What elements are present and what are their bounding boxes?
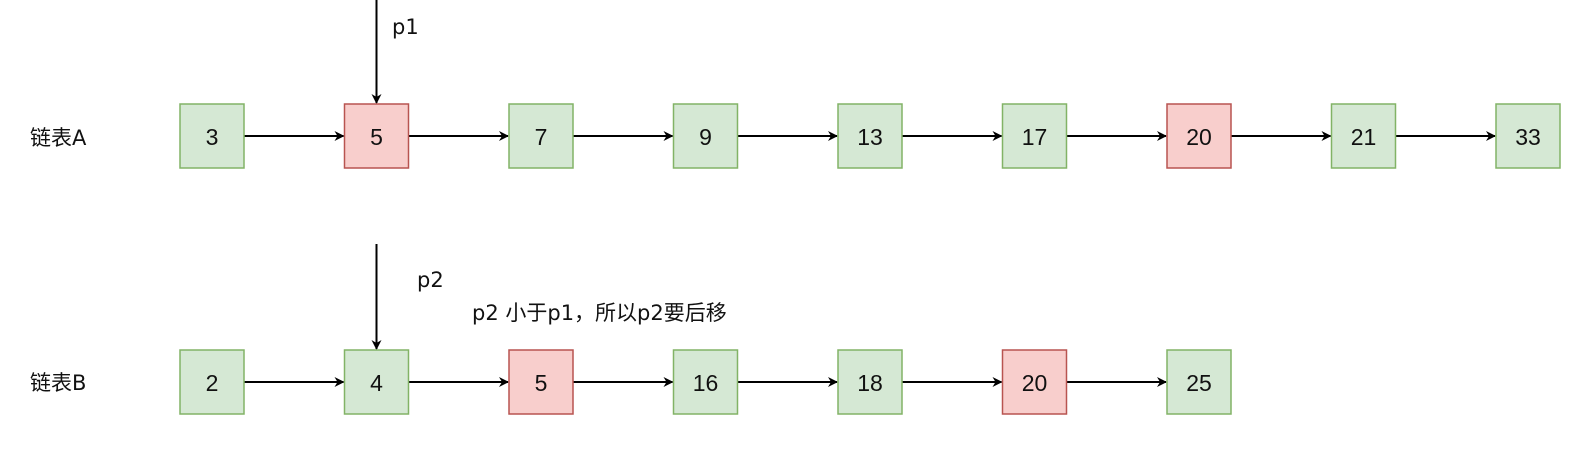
list-a-node: 9 [672,103,739,169]
list-a-node: 7 [508,103,574,169]
node-value: 2 [206,370,219,396]
list-a-node: 17 [1001,103,1068,169]
node-box [1166,103,1232,169]
node-box [672,349,739,415]
list-a-node: 3 [179,103,245,169]
node-value: 20 [1022,370,1048,396]
node-value: 9 [699,124,712,150]
node-value: 7 [535,124,548,150]
node-box [1495,103,1561,169]
node-box [343,349,410,415]
node-box [508,103,574,169]
node-box [1001,349,1068,415]
list-a-node: 13 [837,103,903,169]
node-box [508,349,574,415]
node-value: 5 [535,370,548,396]
note-text: p2 小于p1，所以p2要后移 [472,301,727,325]
nodes-layer: 3 5 7 9 13 17 20 21 33 2 4 5 16 18 20 25 [179,103,1561,415]
list-b-node: 4 [343,349,410,415]
node-box [343,103,410,169]
node-value: 17 [1022,124,1048,150]
node-box [179,349,245,415]
list-b-node: 16 [672,349,739,415]
node-box [1001,103,1068,169]
list-b-label: 链表B [30,371,86,395]
edges-layer [244,131,1496,387]
list-a-node: 21 [1330,103,1397,169]
node-box [179,103,245,169]
list-a-node: 20 [1166,103,1232,169]
list-a-label: 链表A [30,126,87,150]
list-b-node: 5 [508,349,574,415]
node-value: 5 [370,124,383,150]
list-b-node: 20 [1001,349,1068,415]
node-value: 33 [1515,124,1541,150]
list-b-node: 2 [179,349,245,415]
list-b-node: 25 [1166,349,1232,415]
node-value: 4 [370,370,383,396]
node-box [1166,349,1232,415]
node-value: 13 [857,124,883,150]
list-a-node: 5 [343,103,410,169]
node-value: 25 [1186,370,1212,396]
list-b-node: 18 [837,349,903,415]
node-box [837,103,903,169]
node-box [1330,103,1397,169]
node-box [672,103,739,169]
pointer-p2-label: p2 [417,268,444,292]
node-value: 3 [206,124,219,150]
node-box [837,349,903,415]
node-value: 21 [1351,124,1377,150]
node-value: 18 [857,370,883,396]
node-value: 16 [693,370,719,396]
node-value: 20 [1186,124,1212,150]
pointer-p1-label: p1 [392,15,419,39]
list-a-node: 33 [1495,103,1561,169]
